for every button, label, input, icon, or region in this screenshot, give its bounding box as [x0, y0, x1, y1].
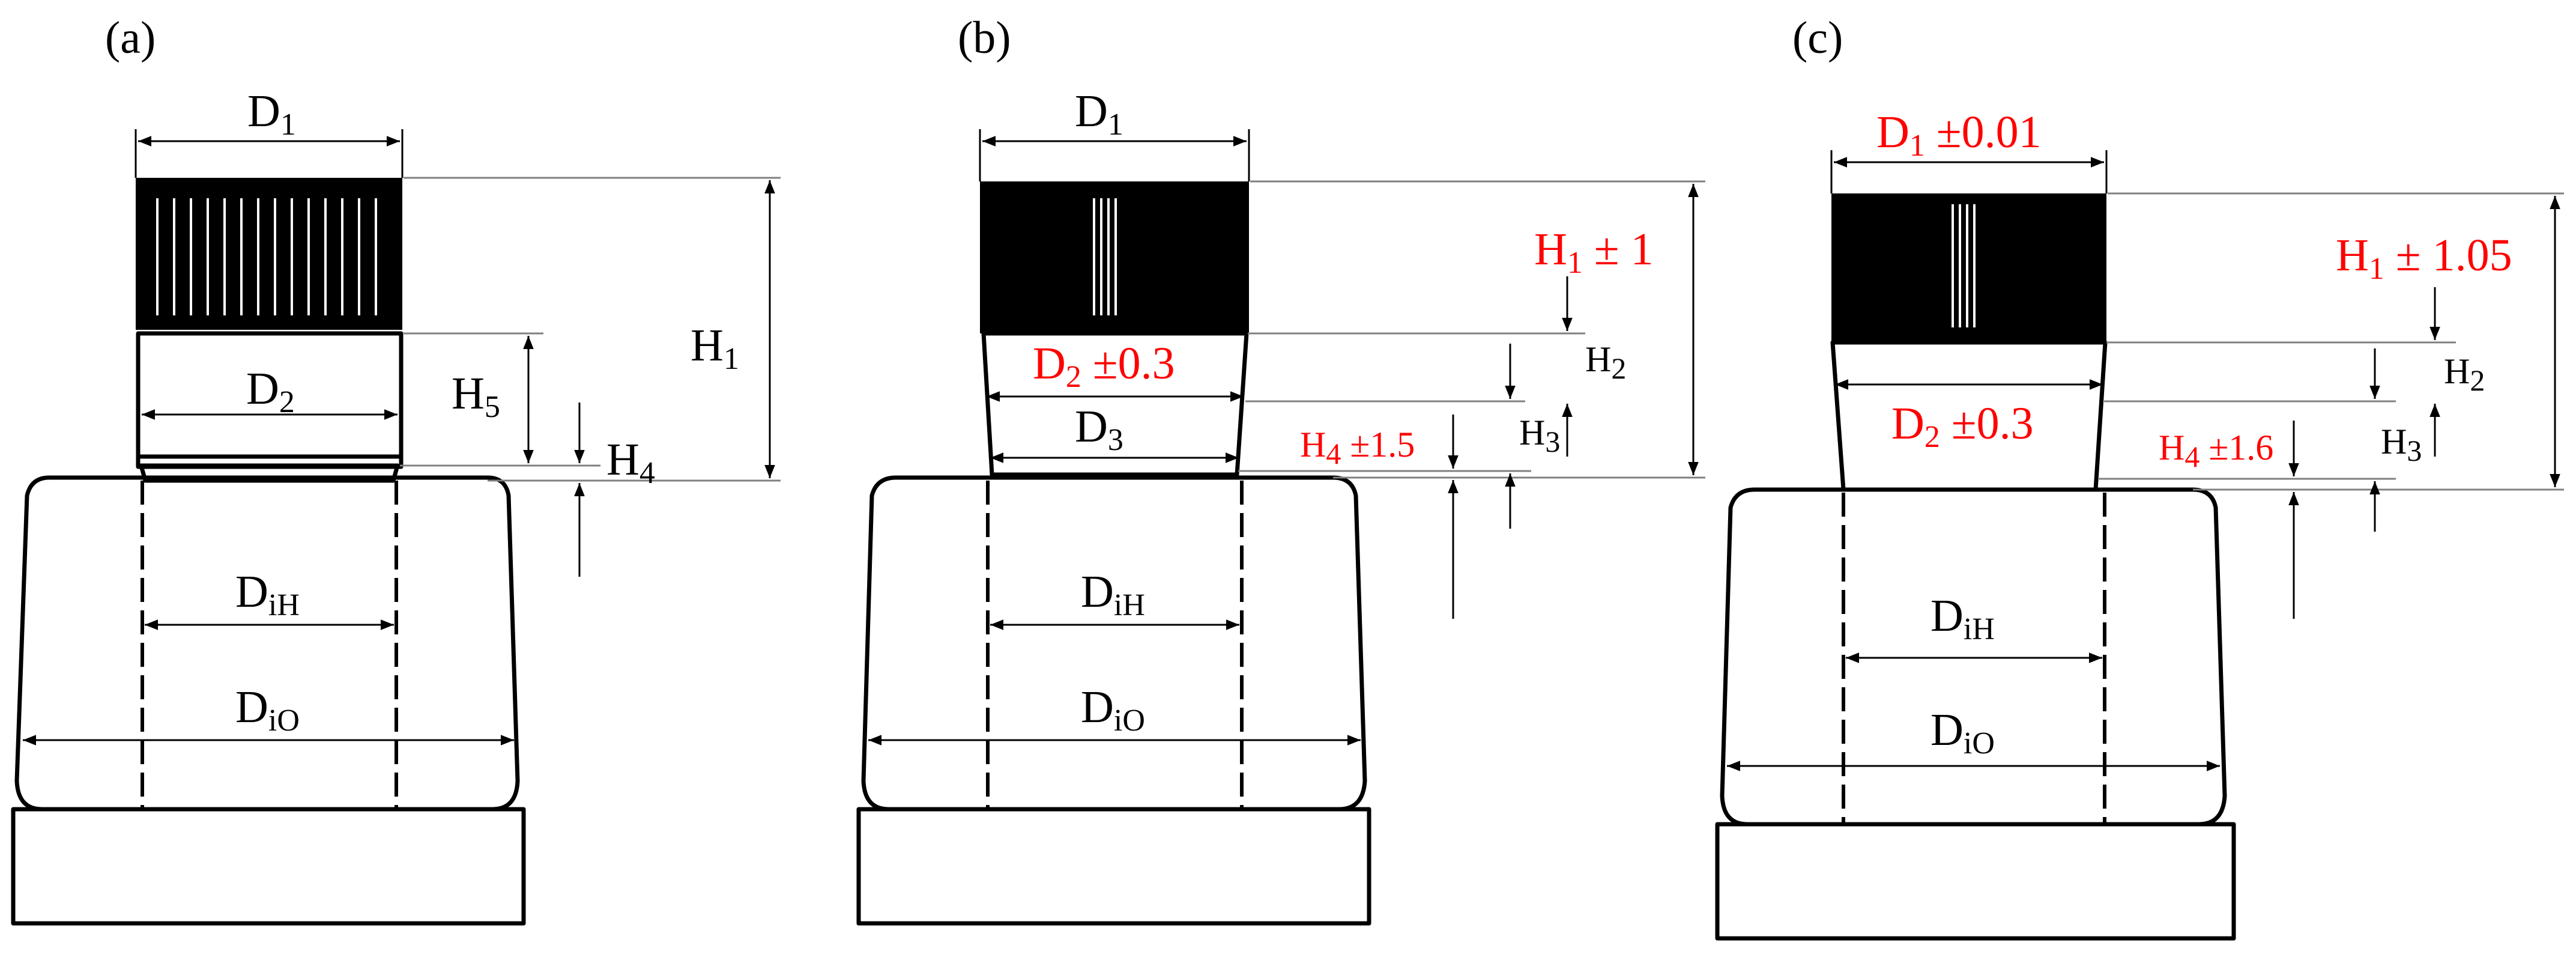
- panel-a-workpiece-body: [14, 475, 520, 812]
- panel-b-d3-label: D3: [1075, 401, 1123, 457]
- panel-a-tag: (a): [105, 13, 156, 63]
- panel-c-h4-label: H4 ±1.6: [2159, 428, 2273, 473]
- panel-c-dih-label: DiH: [1930, 591, 1995, 646]
- panel-b-dio-label: DiO: [1081, 682, 1145, 738]
- panel-c-workpiece-body: [1720, 487, 2227, 827]
- panel-b: (b) D1 D2 ±0.3 D3 H1: [856, 13, 1705, 926]
- panel-c-knurl-stripes: [1952, 204, 1976, 327]
- panel-a-dio-label: DiO: [235, 682, 300, 738]
- panel-c-base-block: [1715, 822, 2236, 941]
- panel-c-d1-label: D1 ±0.01: [1876, 107, 2042, 163]
- panel-a-d2-label: D2: [246, 363, 295, 419]
- panel-c-knurled-head: [1831, 193, 2106, 342]
- panel-b-h4-label: H4 ±1.5: [1300, 425, 1415, 470]
- panel-a-h1-label: H1: [691, 320, 739, 376]
- panel-b-base-block: [856, 807, 1371, 926]
- panel-b-d1-label: D1: [1075, 86, 1123, 142]
- panel-b-h2-label: H2: [1585, 339, 1626, 385]
- panel-b-d2-label: D2 ±0.3: [1033, 338, 1175, 394]
- panel-c-h3-label: H3: [2381, 422, 2422, 467]
- panel-c-d2-label: D2 ±0.3: [1891, 398, 2034, 454]
- panel-a-shank: [136, 331, 404, 469]
- panel-a-d1-label: D1: [247, 86, 296, 142]
- panel-b-workpiece-body: [861, 475, 1367, 812]
- panel-a: (a): [11, 13, 781, 926]
- panel-c-tag: (c): [1792, 13, 1843, 63]
- panel-b-tag: (b): [958, 13, 1011, 63]
- panel-b-h3-label: H3: [1519, 413, 1560, 458]
- panel-c-dio-label: DiO: [1930, 705, 1995, 761]
- panel-b-dih-label: DiH: [1081, 567, 1145, 622]
- panel-a-knurled-head: [136, 178, 402, 330]
- panel-a-base-block: [11, 807, 526, 926]
- panel-c-h2-label: H2: [2444, 351, 2485, 397]
- panel-c-h1-label: H1 ± 1.05: [2336, 230, 2512, 286]
- panel-a-h5-label: H5: [452, 368, 500, 424]
- panel-b-h1-label: H1 ± 1: [1534, 224, 1654, 280]
- panel-b-knurl-stripes: [1093, 198, 1117, 315]
- panel-c: (c) D1 ±0.01 D2 ±0.3 H1 ± 1.05: [1715, 13, 2564, 941]
- panel-a-dih-label: DiH: [235, 567, 300, 622]
- panel-a-knurl-stripes: [156, 198, 377, 315]
- panel-a-h4-label: H4: [606, 434, 655, 490]
